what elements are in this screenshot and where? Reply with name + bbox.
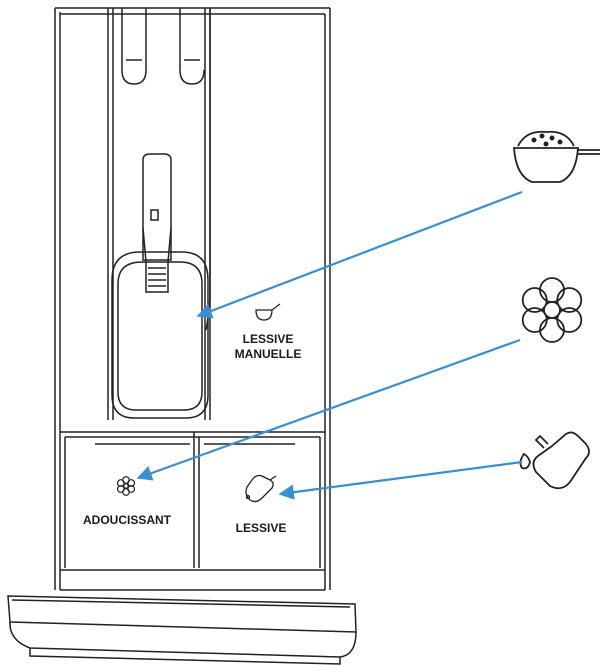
arrow-powder-to-manual bbox=[196, 190, 523, 319]
softener-flower-small-icon bbox=[116, 476, 136, 496]
manual-detergent-label-line1: LESSIVE bbox=[243, 332, 294, 346]
manual-detergent-compartment bbox=[107, 8, 211, 420]
powder-scoop-icon bbox=[513, 130, 600, 183]
lower-compartments bbox=[60, 431, 325, 568]
manual-detergent-label-line2: MANUELLE bbox=[235, 347, 302, 361]
detergent-label: LESSIVE bbox=[236, 521, 287, 535]
siphon-latch bbox=[142, 153, 172, 293]
arrow-bottle-to-detergent bbox=[278, 460, 523, 500]
scoop-mark-icon bbox=[255, 303, 281, 321]
drawer-front bbox=[7, 595, 357, 665]
drawer-housing bbox=[54, 7, 331, 591]
arrow-flower-to-softener bbox=[136, 338, 521, 481]
pointer-arrows bbox=[136, 190, 523, 500]
detergent-bottle-small-icon bbox=[245, 474, 277, 503]
flower-icon bbox=[521, 277, 583, 343]
softener-label: ADOUCISSANT bbox=[83, 513, 172, 527]
liquid-bottle-icon bbox=[519, 431, 590, 490]
